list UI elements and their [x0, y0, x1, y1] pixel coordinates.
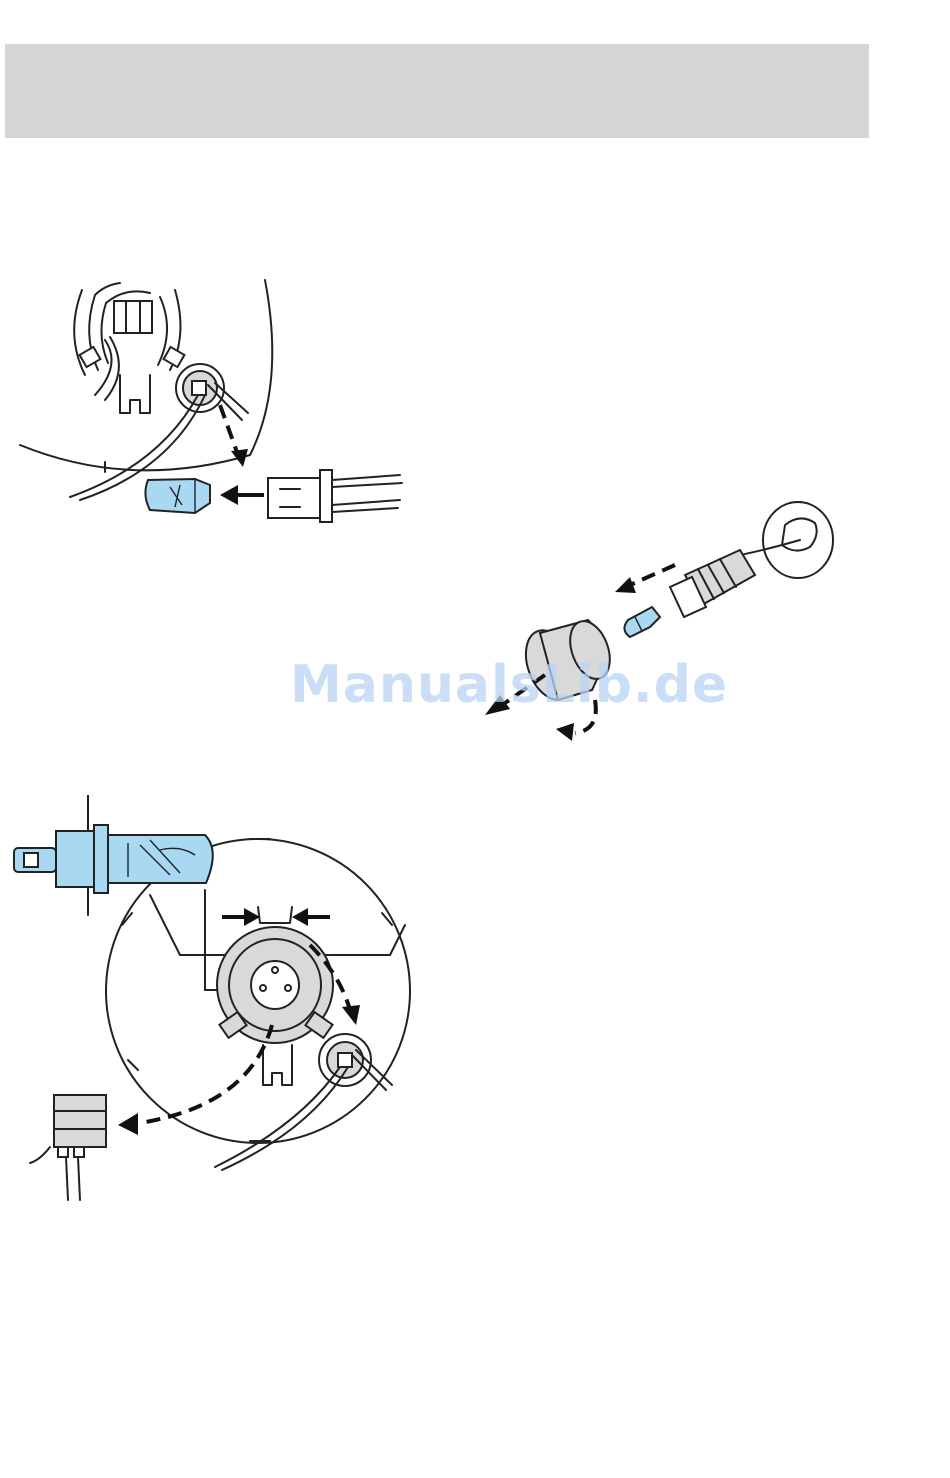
headlamp-bulb-figure: [10, 795, 430, 1205]
headlamp-socket-rings: [74, 283, 184, 413]
connector-plug: [30, 1095, 106, 1200]
courtesy-lamp-bulb-figure: [470, 495, 850, 755]
wedge-bulb-icon: [145, 479, 210, 513]
watermark-text: ManualsLib.de: [290, 655, 728, 715]
halogen-bulb-icon: [14, 795, 213, 915]
wedge-bulb-icon: [624, 607, 660, 637]
header-band: [5, 44, 869, 138]
marker-socket: [215, 1034, 392, 1170]
side-marker-bulb-figure: [10, 275, 410, 535]
connector-plug: [268, 470, 402, 522]
